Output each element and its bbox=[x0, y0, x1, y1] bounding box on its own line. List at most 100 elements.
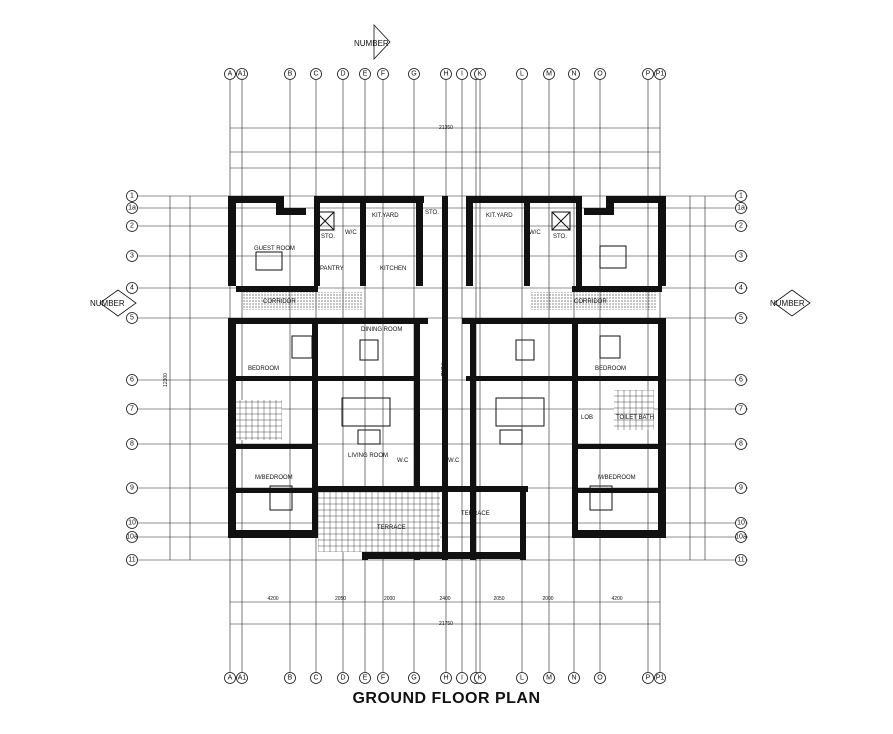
svg-text:O: O bbox=[597, 71, 603, 78]
grid-bubble-col-N-top: N bbox=[568, 68, 580, 80]
grid-bubble-col-N-bottom: N bbox=[568, 672, 580, 684]
wall bbox=[236, 318, 316, 324]
wall bbox=[236, 286, 318, 292]
wall bbox=[610, 196, 666, 203]
grid-bubble-col-O-bottom: O bbox=[594, 672, 606, 684]
room-m-bedroom-left: M/BEDROOM bbox=[255, 475, 293, 481]
svg-text:K: K bbox=[478, 675, 483, 682]
north-mark-right-label: NUMBER bbox=[770, 299, 805, 308]
svg-text:3: 3 bbox=[130, 253, 134, 260]
svg-text:F: F bbox=[381, 675, 385, 682]
svg-text:G: G bbox=[411, 675, 416, 682]
svg-text:N: N bbox=[571, 675, 576, 682]
svg-text:8: 8 bbox=[739, 441, 743, 448]
room-living-room: LIVING ROOM bbox=[348, 453, 388, 459]
wall bbox=[578, 376, 662, 381]
grid-bubble-col-G-bottom: G bbox=[408, 672, 420, 684]
wall bbox=[228, 196, 280, 203]
grid-bubble-row-10a-left: 10a bbox=[126, 531, 138, 543]
grid-bubble-col-A1-bottom: A1 bbox=[236, 672, 248, 684]
svg-text:10a: 10a bbox=[735, 534, 747, 541]
bed-m-right bbox=[589, 485, 613, 511]
wall bbox=[236, 444, 316, 449]
grid-bubble-row-10a-right: 10a bbox=[735, 531, 747, 543]
svg-text:C: C bbox=[313, 675, 318, 682]
coffee-table-right bbox=[499, 429, 523, 445]
grid-bubble-row-8-right: 8 bbox=[735, 438, 747, 450]
wall bbox=[314, 196, 424, 203]
svg-text:7: 7 bbox=[739, 406, 743, 413]
svg-text:5: 5 bbox=[130, 315, 134, 322]
grid-bubble-row-4-right: 4 bbox=[735, 282, 747, 294]
grid-bubble-col-F-bottom: F bbox=[377, 672, 389, 684]
svg-text:P1: P1 bbox=[656, 71, 665, 78]
room-toilet-bath: TOILET BATH bbox=[616, 415, 654, 421]
bottom-dim-3: 2400 bbox=[439, 596, 450, 602]
wall bbox=[414, 324, 420, 560]
room-terrace-right: TERRACE bbox=[461, 511, 490, 517]
grid-bubble-col-A-top: A bbox=[224, 68, 236, 80]
svg-text:8: 8 bbox=[130, 441, 134, 448]
svg-text:C: C bbox=[313, 71, 318, 78]
bed-right bbox=[599, 245, 627, 269]
svg-text:6: 6 bbox=[130, 377, 134, 384]
grid-bubble-col-E-bottom: E bbox=[359, 672, 371, 684]
grid-bubble-row-9-right: 9 bbox=[735, 482, 747, 494]
wall bbox=[576, 196, 582, 286]
grid-bubble-col-K-bottom: K bbox=[474, 672, 486, 684]
grid-bubble-row-8-left: 8 bbox=[126, 438, 138, 450]
bottom-dim-4: 2050 bbox=[493, 596, 504, 602]
wall bbox=[572, 318, 578, 538]
grid-bubble-col-H-bottom: H bbox=[440, 672, 452, 684]
svg-text:L: L bbox=[520, 71, 524, 78]
svg-text:M: M bbox=[546, 71, 552, 78]
svg-text:L: L bbox=[520, 675, 524, 682]
grid-bubble-row-1a-right: 1a bbox=[735, 202, 747, 214]
svg-text:H: H bbox=[443, 675, 448, 682]
wall bbox=[362, 552, 448, 559]
grid-bubble-row-10-left: 10 bbox=[126, 517, 138, 529]
grid-bubble-col-M-bottom: M bbox=[543, 672, 555, 684]
grid-bubble-row-2-right: 2 bbox=[735, 220, 747, 232]
room-sto-left: STO. bbox=[425, 210, 439, 216]
room-kitchen: KITCHEN bbox=[380, 266, 406, 272]
svg-text:G: G bbox=[411, 71, 416, 78]
wall bbox=[466, 376, 572, 381]
room-kit-yard-right: KIT.YARD bbox=[486, 213, 513, 219]
grid-bubble-col-O-top: O bbox=[594, 68, 606, 80]
sofa-right bbox=[495, 397, 545, 427]
dim-overall-bottom: 21750 bbox=[439, 621, 453, 627]
grid-bubble-row-5-right: 5 bbox=[735, 312, 747, 324]
room-dining-left: DINING ROOM bbox=[361, 327, 402, 333]
svg-text:F: F bbox=[381, 71, 385, 78]
svg-text:B: B bbox=[288, 71, 293, 78]
north-mark-top-label: NUMBER bbox=[354, 39, 389, 48]
grid-bubble-col-P-top: P bbox=[642, 68, 654, 80]
svg-text:P: P bbox=[646, 675, 651, 682]
wall bbox=[658, 318, 666, 538]
svg-text:M: M bbox=[546, 675, 552, 682]
north-mark-left: NUMBER bbox=[90, 289, 137, 317]
corridor-hatch-left bbox=[242, 292, 362, 310]
room-guest-room: GUEST ROOM bbox=[254, 246, 295, 252]
svg-text:5: 5 bbox=[739, 315, 743, 322]
dim-overall-top: 21350 bbox=[439, 125, 453, 131]
svg-text:4: 4 bbox=[130, 285, 134, 292]
wall bbox=[578, 444, 662, 449]
svg-text:A1: A1 bbox=[238, 71, 247, 78]
svg-text:10: 10 bbox=[737, 520, 745, 527]
dining-table-left bbox=[359, 339, 379, 361]
wall bbox=[236, 376, 316, 381]
svg-text:N: N bbox=[571, 71, 576, 78]
bed-right-2 bbox=[599, 335, 621, 359]
bottom-dim-2: 2000 bbox=[384, 596, 395, 602]
wall bbox=[578, 318, 662, 324]
svg-text:1a: 1a bbox=[128, 205, 136, 212]
grid-bubble-row-11-right: 11 bbox=[735, 554, 747, 566]
wall bbox=[276, 196, 284, 214]
wall bbox=[466, 196, 473, 286]
grid-bubble-row-6-left: 6 bbox=[126, 374, 138, 386]
svg-text:2: 2 bbox=[739, 223, 743, 230]
duct-box-1 bbox=[551, 211, 571, 231]
grid-bubble-col-M-top: M bbox=[543, 68, 555, 80]
